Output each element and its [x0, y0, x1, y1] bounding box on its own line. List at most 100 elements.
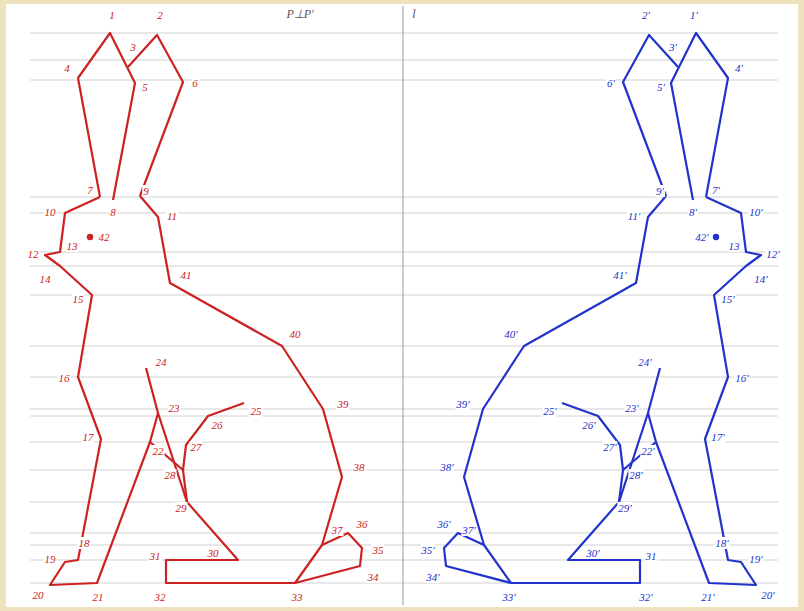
point-number: 10 — [44, 206, 57, 218]
point-number: 36' — [436, 518, 451, 530]
point-number: 21 — [92, 591, 105, 603]
point-number: 4' — [734, 62, 744, 74]
point-number: 24 — [155, 356, 168, 368]
point-number: 30' — [585, 547, 600, 559]
outline-stroke — [150, 442, 183, 470]
point-number: 23' — [624, 402, 639, 414]
point-number: 11' — [627, 210, 642, 222]
point-number: 38 — [353, 461, 366, 473]
outline-stroke — [128, 35, 183, 196]
point-number: 15 — [72, 293, 85, 305]
outline-stroke — [158, 413, 187, 502]
point-number: 7 — [86, 184, 94, 196]
guide-line — [30, 295, 778, 296]
point-number: 20 — [32, 589, 45, 601]
point-number: 2' — [641, 9, 651, 21]
point-number: 17 — [82, 431, 95, 443]
point-number: 24' — [637, 356, 652, 368]
guide-line — [30, 346, 778, 347]
guide-line — [30, 213, 778, 214]
guide-line — [30, 409, 778, 410]
point-number: 16' — [734, 372, 749, 384]
guide-line — [30, 416, 778, 417]
point-number: 13 — [728, 240, 741, 252]
point-number: 32' — [638, 591, 653, 603]
point-number: 25 — [250, 405, 263, 417]
point-number: 19 — [44, 553, 57, 565]
point-number: 27 — [190, 441, 203, 453]
point-number: 10' — [748, 206, 763, 218]
point-number: 32 — [154, 591, 167, 603]
point-number: 31 — [149, 550, 162, 562]
guide-line — [30, 442, 778, 443]
guide-line — [30, 560, 778, 561]
point-number: 6 — [191, 77, 199, 89]
point-number: 37 — [331, 524, 344, 536]
point-number: 13 — [66, 240, 79, 252]
point-number: 38' — [439, 461, 454, 473]
point-number: 25' — [542, 405, 557, 417]
point-number: 30 — [207, 547, 220, 559]
outline-stroke — [140, 196, 342, 583]
point-number: 1 — [108, 9, 116, 21]
point-number: 41' — [612, 269, 627, 281]
point-number: 18' — [714, 537, 729, 549]
outline-stroke — [78, 33, 135, 200]
point-number: 1' — [689, 9, 699, 21]
point-number: 33' — [501, 591, 516, 603]
point-number: 29 — [175, 502, 188, 514]
point-number: 8' — [688, 206, 698, 218]
point-number: 42 — [98, 231, 111, 243]
point-number: 29' — [617, 502, 632, 514]
point-number: 37' — [461, 524, 476, 536]
guide-lines — [30, 33, 778, 583]
outline-stroke — [295, 533, 362, 583]
point-number: 15' — [720, 293, 735, 305]
point-number: 23 — [168, 402, 181, 414]
guide-line — [30, 252, 778, 253]
point-number: 12' — [765, 248, 780, 260]
point-number: 8 — [109, 206, 117, 218]
point-number: 42' — [694, 231, 709, 243]
point-number: 4 — [63, 62, 71, 74]
point-number: 21' — [700, 591, 715, 603]
mirror-axis — [403, 6, 404, 605]
point-number: 18 — [78, 537, 91, 549]
point-number: 12 — [27, 248, 40, 260]
point-number: 9 — [142, 185, 150, 197]
point-number: 39' — [455, 398, 470, 410]
guide-line — [30, 533, 778, 534]
point-number: 27' — [602, 441, 617, 453]
point-number: 14 — [39, 273, 52, 285]
point-number: 40' — [503, 328, 518, 340]
guide-line — [30, 33, 778, 34]
point-number: 11 — [166, 210, 178, 222]
point-number: 34' — [425, 571, 440, 583]
point-number: 6' — [606, 77, 616, 89]
point-number: 20' — [760, 589, 775, 601]
point-number: 5 — [141, 81, 149, 93]
point-number: 35 — [372, 544, 385, 556]
point-number: 33 — [291, 591, 304, 603]
outline-stroke — [166, 403, 295, 583]
point-number: 26' — [581, 419, 596, 431]
outline-stroke — [45, 197, 158, 585]
point-number: 36 — [356, 518, 369, 530]
point-number: 3 — [129, 41, 137, 53]
point-number: 28' — [628, 469, 643, 481]
guide-line — [30, 502, 778, 503]
point-number: 41 — [180, 269, 193, 281]
axis-label: l — [411, 8, 416, 20]
guide-line — [30, 545, 778, 546]
point-number: 26 — [211, 419, 224, 431]
blue-rabbit — [444, 33, 761, 585]
guide-line — [30, 266, 778, 267]
point-number: 40 — [289, 328, 302, 340]
point-number: 39 — [337, 398, 350, 410]
plane-notation: P⊥P' — [285, 8, 314, 20]
point-number: 5' — [656, 81, 666, 93]
guide-line — [30, 583, 778, 584]
point-number: 19' — [748, 553, 763, 565]
eye-dot — [87, 234, 93, 240]
